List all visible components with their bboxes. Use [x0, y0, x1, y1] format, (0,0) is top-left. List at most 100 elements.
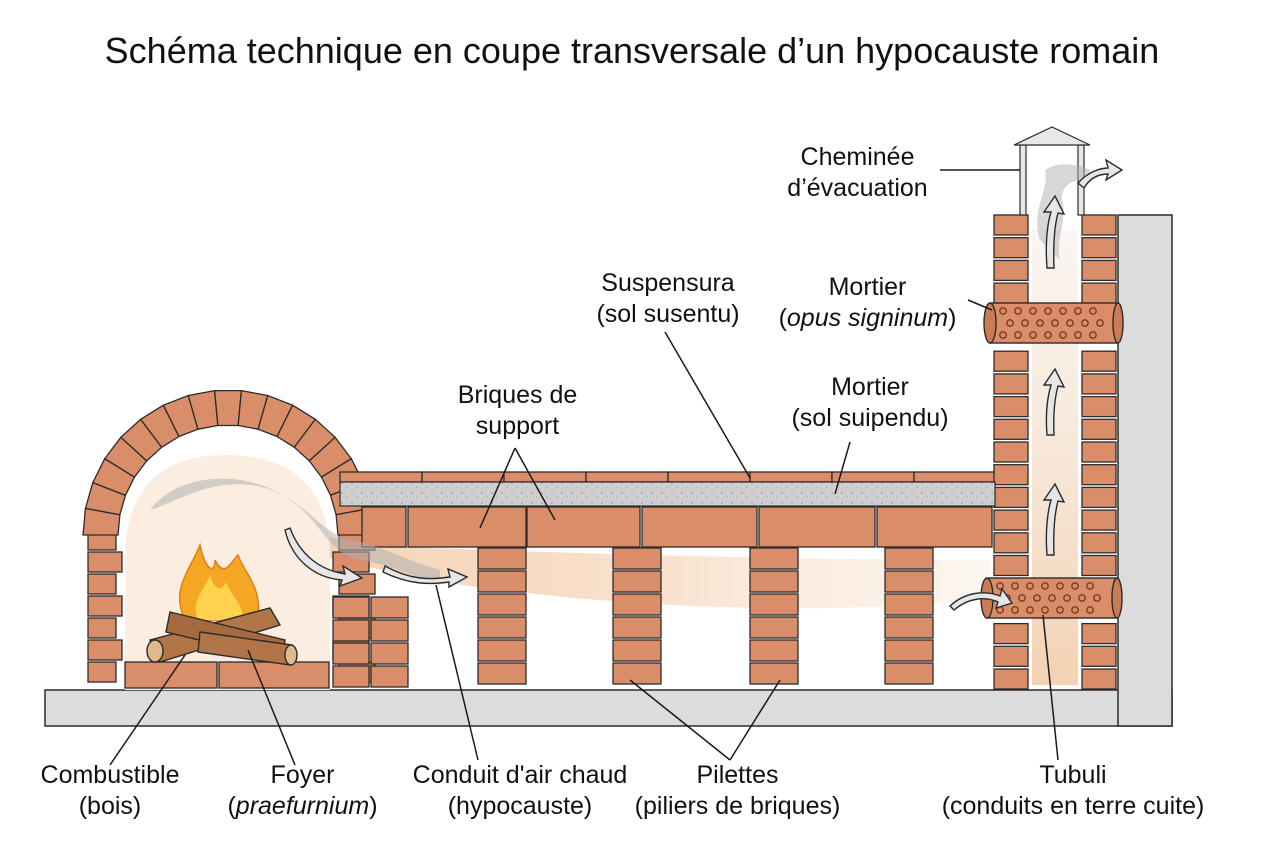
pilette-brick: [884, 570, 934, 593]
chimney-wall-brick: [1081, 214, 1117, 236]
tubuli-hole: [1074, 307, 1082, 315]
chimney-wall-brick: [993, 554, 1029, 577]
tubuli-hole: [1074, 331, 1082, 339]
tubuli-hole: [999, 331, 1007, 339]
floor-tile: [585, 471, 669, 483]
chimney-wall-brick: [1081, 509, 1117, 531]
support-brick: [758, 506, 876, 548]
leader-lines: [109, 169, 1059, 766]
tubuli-hole: [1041, 606, 1049, 614]
tubuli-hole: [1014, 307, 1022, 315]
furnace-floor-brick: [218, 661, 330, 689]
label-tubuli: Tubuli (conduits en terre cuite): [941, 761, 1205, 820]
label-foyer: Foyer (praefurnium): [227, 761, 378, 820]
tubuli-hole: [1056, 582, 1064, 590]
pilette-brick: [884, 593, 934, 616]
tubuli-hole: [1071, 606, 1079, 614]
floor-tile: [667, 471, 751, 483]
tubuli-pipes: [980, 302, 1124, 619]
furnace-wall-brick: [87, 617, 117, 639]
pilette-brick: [477, 639, 527, 662]
pilette-brick: [884, 662, 934, 685]
furnace-wall-brick: [87, 573, 117, 595]
chimney-wall-brick: [1081, 350, 1117, 372]
chimney-wall-brick: [1081, 373, 1117, 395]
chimney-wall-brick: [1081, 441, 1117, 463]
chimney-wall-brick: [1081, 486, 1117, 509]
chimney-wall-brick: [993, 214, 1029, 236]
tubuli-hole: [1078, 594, 1086, 602]
chimney-wall-brick: [1081, 622, 1117, 645]
chimney-wall-brick: [1081, 464, 1117, 486]
support-brick: [641, 506, 758, 548]
chimney-wall-brick: [993, 532, 1029, 554]
chimney-wall-brick: [1081, 645, 1117, 667]
support-wall-brick: [370, 665, 409, 688]
pilette-brick: [884, 616, 934, 639]
tubuli-hole: [1086, 606, 1094, 614]
tubuli-hole: [1011, 582, 1019, 590]
furnace-wall-brick: [87, 639, 123, 661]
tubuli-hole: [1011, 606, 1019, 614]
support-wall-brick: [332, 642, 370, 665]
label-pilettes: Pilettes (piliers de briques): [634, 761, 841, 820]
pilette-brick: [749, 570, 799, 593]
arch-brick: [213, 389, 243, 427]
support-brick: [361, 506, 407, 548]
pilette-brick: [477, 570, 527, 593]
pilette-brick: [612, 593, 662, 616]
chimney-wall-brick: [993, 486, 1029, 509]
pilette-brick: [612, 662, 662, 685]
support-wall-brick: [332, 665, 370, 688]
tubuli-hole: [1093, 594, 1101, 602]
chimney-wall-brick: [1081, 668, 1117, 690]
pilette-brick: [477, 547, 527, 570]
pilette-brick: [612, 639, 662, 662]
tubuli-lower: [980, 577, 1123, 619]
chimney-wall-brick: [1081, 395, 1117, 418]
pilette-brick: [749, 662, 799, 685]
tubuli-hole: [1059, 307, 1067, 315]
chimney-wall-brick: [993, 259, 1029, 282]
chimney-wall-brick: [1081, 259, 1117, 282]
chimney-wall-brick: [993, 418, 1029, 440]
tubuli-hole: [999, 307, 1007, 315]
floor-tile: [913, 471, 996, 483]
tubuli-hole: [1006, 319, 1014, 327]
tubuli-hole: [1089, 307, 1097, 315]
tubuli-upper: [983, 302, 1124, 344]
chimney-wall-brick: [1081, 554, 1117, 577]
chimney-wall-brick: [1081, 282, 1117, 304]
pilette-brick: [749, 547, 799, 570]
floor-tile: [749, 471, 833, 483]
fire-icon: [179, 542, 260, 621]
tubuli-hole: [1026, 606, 1034, 614]
tubuli-hole: [1089, 331, 1097, 339]
mortar-layer: [339, 481, 996, 507]
chimney-wall-brick: [993, 668, 1029, 690]
chimney-wall-brick: [993, 373, 1029, 395]
tubuli-hole: [1051, 319, 1059, 327]
pilette-brick: [749, 593, 799, 616]
tubuli-hole: [1048, 594, 1056, 602]
pilette-brick: [477, 662, 527, 685]
support-wall-brick: [332, 619, 370, 642]
chimney-wall-brick: [1081, 532, 1117, 554]
tubuli-hole: [1044, 307, 1052, 315]
tubuli-hole: [1059, 331, 1067, 339]
label-conduit: Conduit d'air chaud (hypocauste): [412, 761, 628, 820]
chimney-wall-brick: [993, 350, 1029, 372]
chimney-wall-brick: [993, 282, 1029, 304]
tubuli-hole: [1026, 582, 1034, 590]
floor-tile: [503, 471, 587, 483]
tubuli-hole: [1081, 319, 1089, 327]
furnace-wall-brick: [87, 595, 123, 617]
chimney-wall-brick: [1081, 237, 1117, 259]
tubuli-hole: [1029, 331, 1037, 339]
tubuli-hole: [1071, 582, 1079, 590]
label-cheminee: Cheminée d’évacuation: [787, 143, 928, 202]
tubuli-hole: [1086, 582, 1094, 590]
ground: [44, 214, 1173, 727]
